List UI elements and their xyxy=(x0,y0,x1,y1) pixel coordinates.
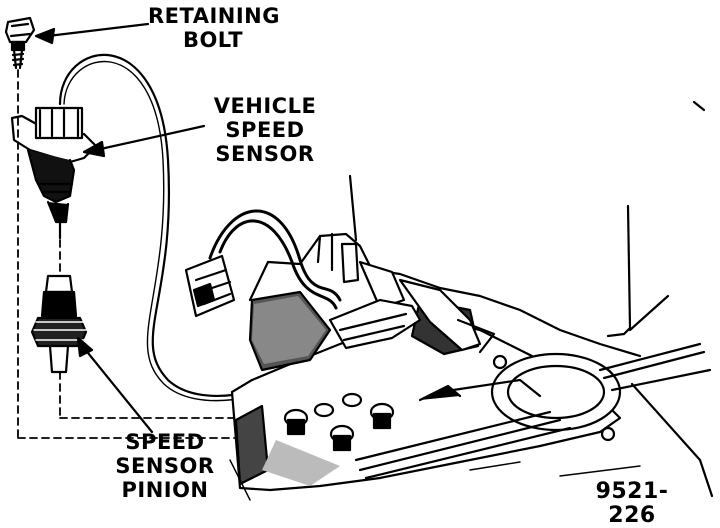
retaining-bolt-label: RETAINING BOLT xyxy=(148,4,280,52)
pinion-label-line-3: PINION xyxy=(121,478,209,502)
vehicle-speed-sensor xyxy=(10,106,98,240)
illustration xyxy=(4,16,714,501)
pinion-leader xyxy=(76,336,154,434)
vss-label-line-1: VEHICLE xyxy=(213,94,317,118)
pinion-label-line-2: SENSOR xyxy=(115,454,215,478)
retaining-bolt-leader xyxy=(34,22,150,45)
electrical-connector xyxy=(184,209,342,318)
vss-leader xyxy=(82,124,206,158)
speed-sensor-pinion-label: SPEED SENSOR PINION xyxy=(110,430,220,502)
retaining-bolt-label-line-2: BOLT xyxy=(182,28,244,52)
figure-number: 9521-226 xyxy=(595,479,669,528)
retaining-bolt xyxy=(4,16,36,70)
vss-label-line-3: SENSOR xyxy=(215,142,315,166)
pinion-label-line-1: SPEED xyxy=(125,430,205,454)
speed-sensor-pinion xyxy=(30,274,88,374)
wiring-harness xyxy=(58,53,302,402)
transmission-housing xyxy=(229,174,714,501)
diagram-canvas: RETAINING BOLT VEHICLE SPEED SENSOR SPEE… xyxy=(4,4,714,528)
retaining-bolt-label-line-1: RETAINING xyxy=(148,4,280,28)
vehicle-speed-sensor-label: VEHICLE SPEED SENSOR xyxy=(200,94,330,166)
corner-mark xyxy=(692,100,706,112)
vss-label-line-2: SPEED xyxy=(225,118,305,142)
